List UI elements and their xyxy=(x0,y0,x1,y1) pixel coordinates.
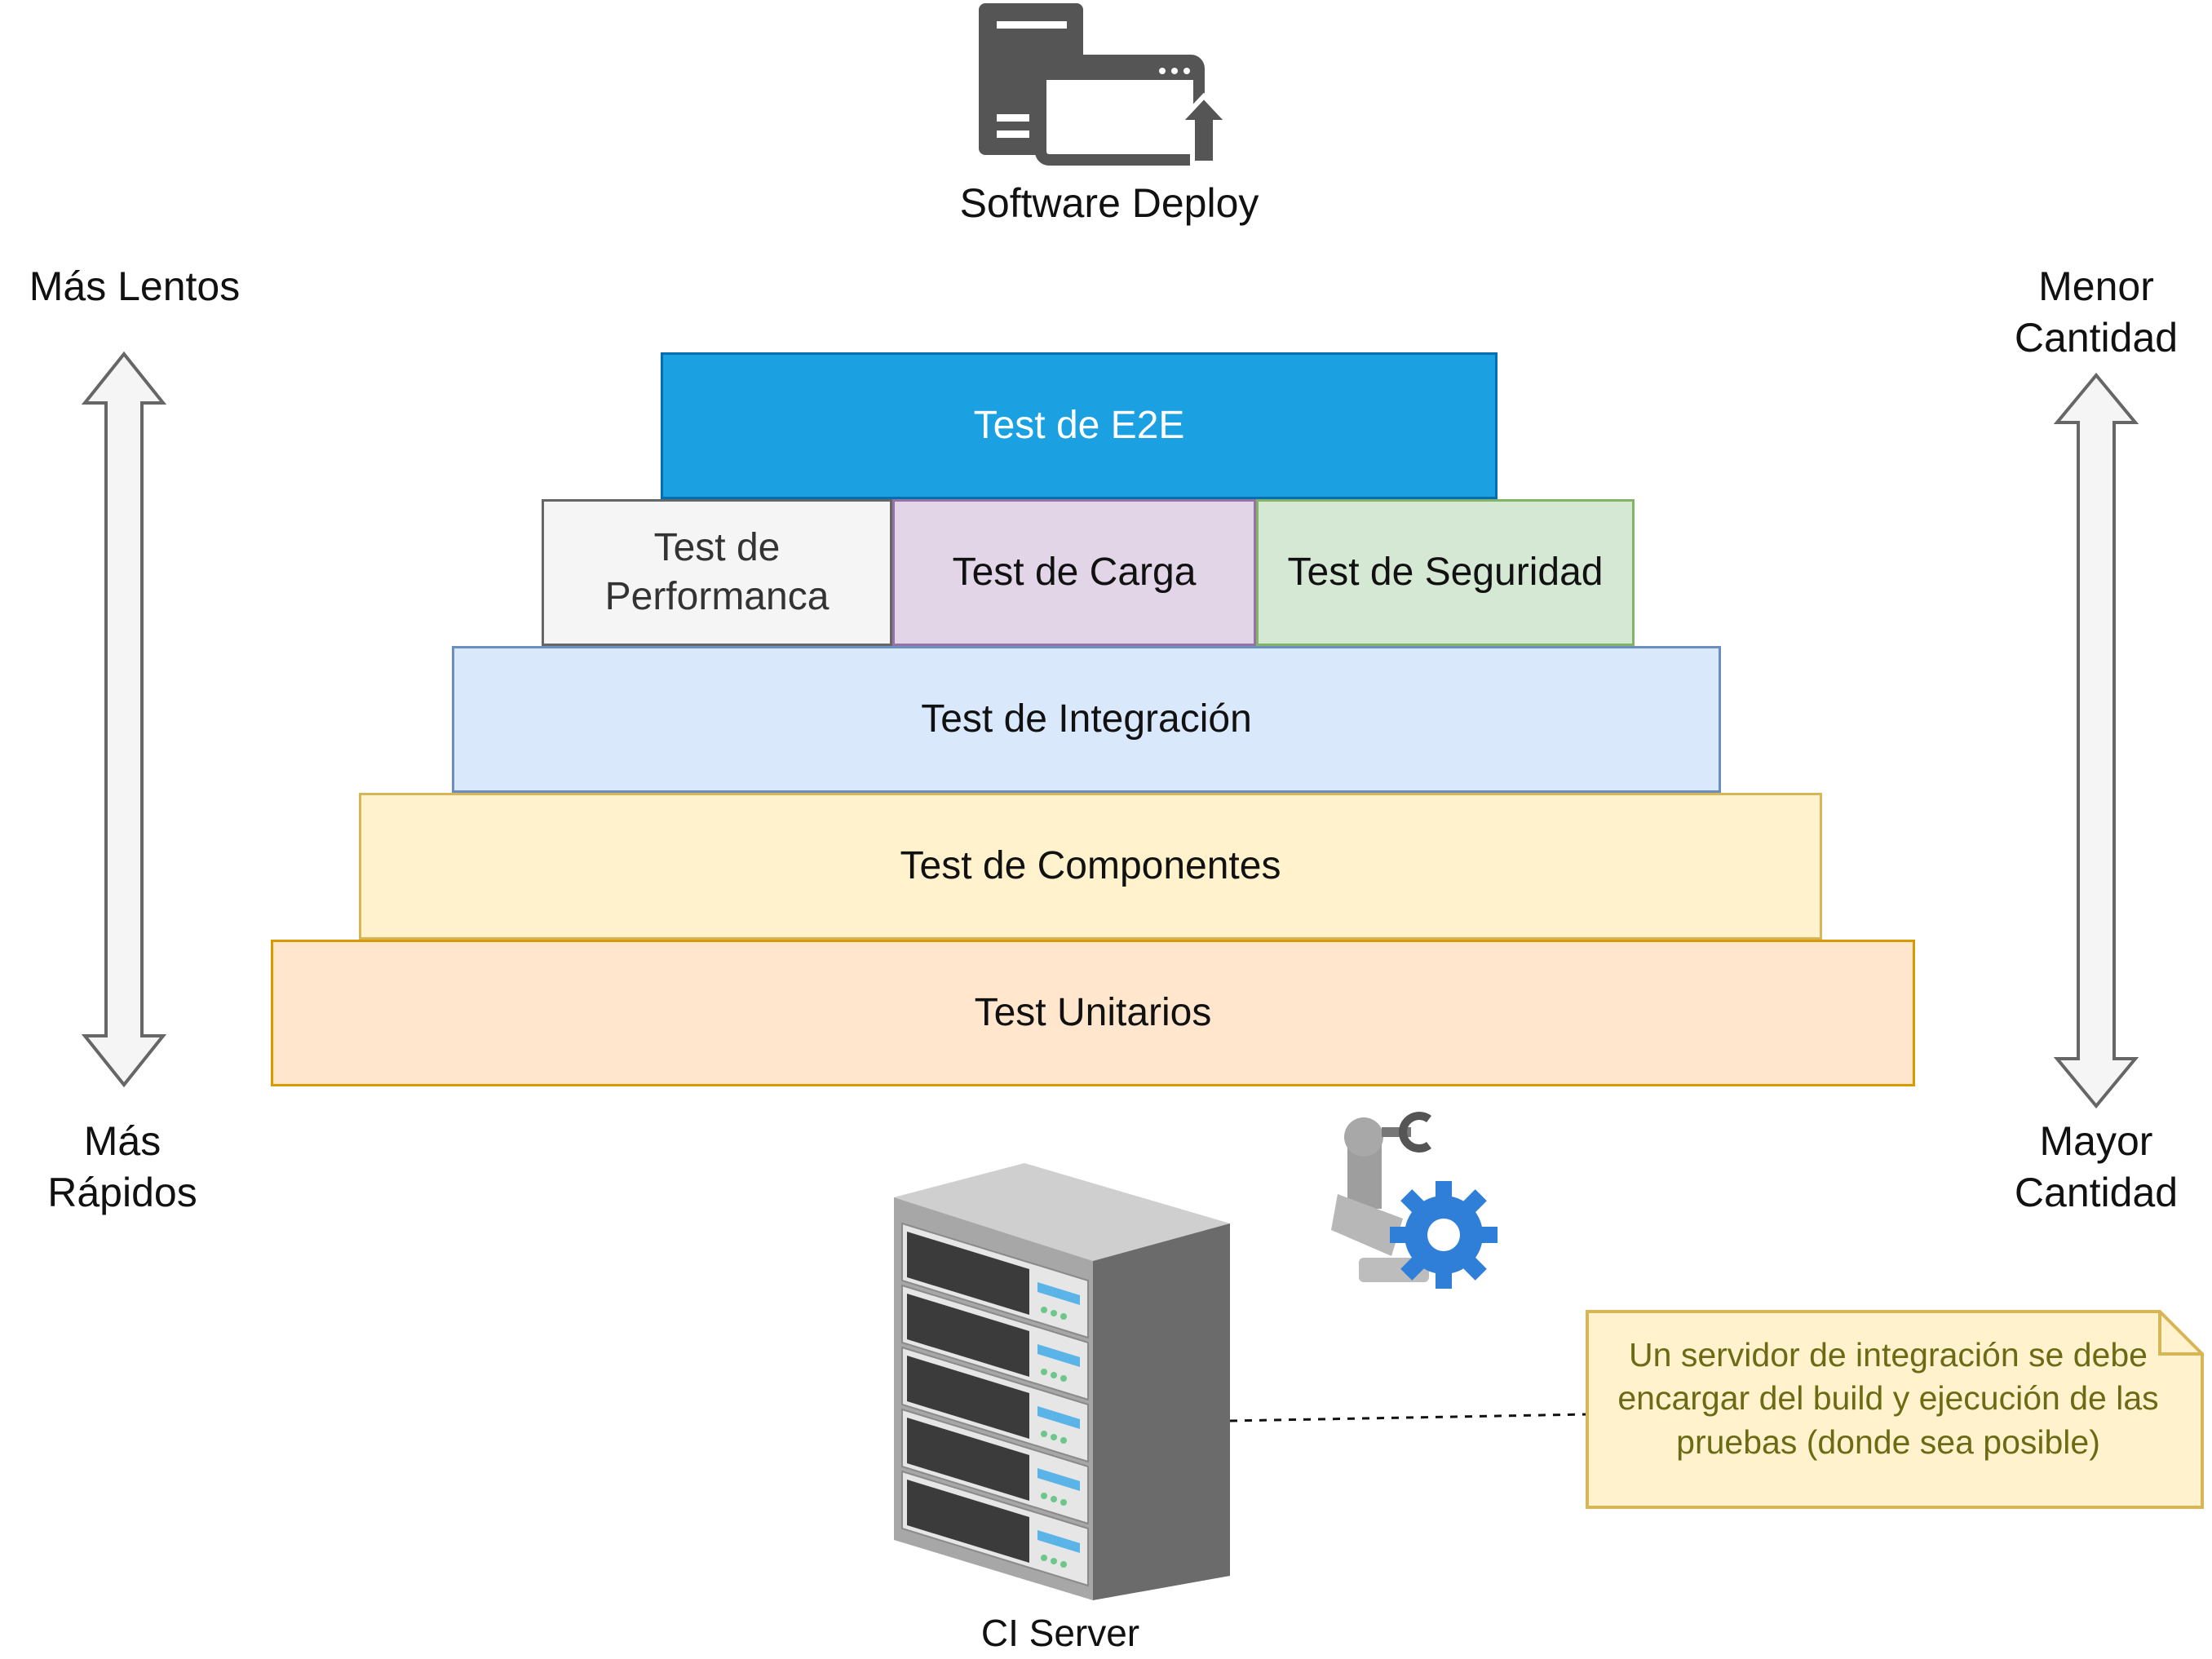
right-bottom-label-line1: Mayor xyxy=(2039,1118,2153,1164)
software-deploy-label: Software Deploy xyxy=(959,180,1259,226)
right-top-label-line1: Menor xyxy=(2038,263,2154,309)
layer-unitarios-label: Test Unitarios xyxy=(974,991,1212,1034)
server-rack-icon xyxy=(894,1163,1230,1600)
layer-performance-label: Test de Performanca xyxy=(605,524,830,622)
layer-integracion[interactable]: Test de Integración xyxy=(452,646,1721,793)
layer-integracion-label: Test de Integración xyxy=(921,697,1252,741)
layer-carga[interactable]: Test de Carga xyxy=(892,499,1256,646)
ci-server-label: CI Server xyxy=(980,1612,1140,1654)
left-double-arrow-icon xyxy=(81,351,167,1088)
layer-seguridad[interactable]: Test de Seguridad xyxy=(1256,499,1635,646)
robot-arm-gear-icon xyxy=(1331,1112,1498,1289)
layer-performance[interactable]: Test de Performanca xyxy=(542,499,892,646)
server-deploy-icon xyxy=(979,3,1234,166)
layer-unitarios[interactable]: Test Unitarios xyxy=(271,940,1915,1086)
right-double-arrow-icon xyxy=(2053,372,2139,1109)
right-top-label: Menor Cantidad xyxy=(1974,261,2212,363)
left-bottom-label-line2: Rápidos xyxy=(47,1169,197,1215)
note-shape xyxy=(1586,1310,2204,1509)
right-bottom-label-line2: Cantidad xyxy=(2014,1169,2179,1215)
left-bottom-label: Más Rápidos xyxy=(16,1116,228,1218)
layer-e2e-label: Test de E2E xyxy=(973,404,1185,447)
note-text: Un servidor de integración se debe encar… xyxy=(1617,1336,2159,1461)
left-top-label: Más Lentos xyxy=(29,263,241,309)
right-bottom-label: Mayor Cantidad xyxy=(1974,1116,2212,1218)
layer-seguridad-label: Test de Seguridad xyxy=(1287,551,1604,594)
layer-e2e[interactable]: Test de E2E xyxy=(661,352,1498,499)
layer-performance-line2: Performanca xyxy=(604,575,830,618)
layer-componentes[interactable]: Test de Componentes xyxy=(359,793,1822,940)
layer-performance-line1: Test de xyxy=(653,526,781,569)
right-top-label-line2: Cantidad xyxy=(2014,314,2179,361)
left-bottom-label-line1: Más xyxy=(83,1118,161,1164)
ci-note-connector xyxy=(1229,1413,1588,1422)
layer-carga-label: Test de Carga xyxy=(952,551,1197,594)
layer-componentes-label: Test de Componentes xyxy=(900,844,1281,887)
